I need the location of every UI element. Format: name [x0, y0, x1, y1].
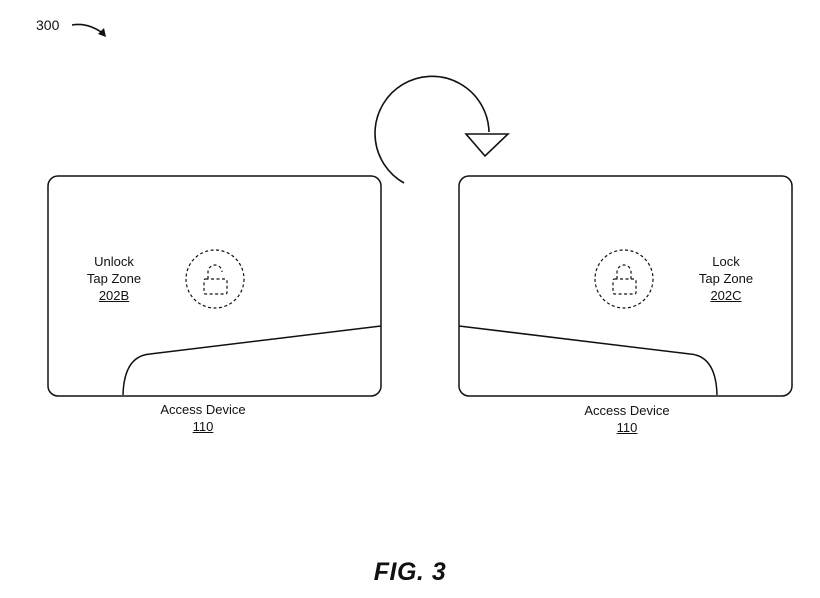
figure-reference-number: 300 [36, 17, 60, 33]
device-reference: 110 [192, 419, 214, 434]
locked-padlock-icon [594, 249, 654, 309]
device-reference: 110 [616, 420, 638, 435]
zone-label-line2: Tap Zone [86, 271, 142, 286]
left-access-device [47, 175, 382, 397]
lock-tap-zone-label: Lock Tap Zone 202C [686, 253, 766, 304]
unlock-tap-zone-label: Unlock Tap Zone 202B [74, 253, 154, 304]
unlocked-padlock-icon [185, 249, 245, 309]
figure-caption: FIG. 3 [373, 558, 447, 586]
zone-label-line1: Lock [712, 254, 740, 269]
right-device-label: Access Device 110 [567, 402, 687, 436]
left-device-label: Access Device 110 [143, 401, 263, 435]
zone-reference: 202B [98, 288, 130, 303]
right-access-device [458, 175, 793, 397]
zone-label-line2: Tap Zone [698, 271, 754, 286]
device-name: Access Device [160, 402, 246, 417]
device-name: Access Device [584, 403, 670, 418]
zone-reference: 202C [710, 288, 742, 303]
reference-arrow-icon [71, 23, 106, 37]
clockwise-rotation-arrow-icon [374, 75, 510, 184]
zone-label-line1: Unlock [94, 254, 134, 269]
